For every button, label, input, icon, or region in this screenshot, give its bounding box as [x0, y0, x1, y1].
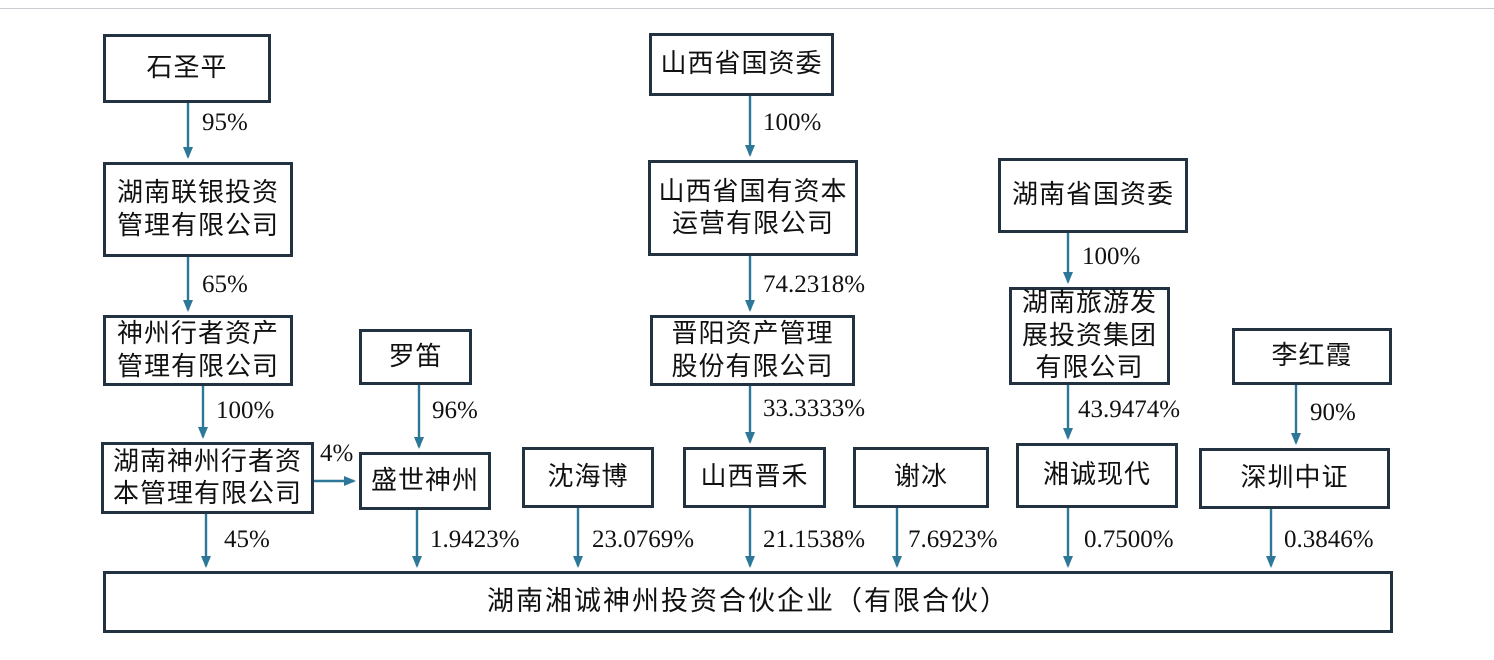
node-shenzhen-zhongzheng: 深圳中证: [1199, 448, 1390, 509]
node-shanxi-guoyou-ziben: 山西省国有资本 运营有限公司: [648, 160, 858, 256]
pct-shengshi-to-partnership: 1.9423%: [430, 526, 520, 553]
pct-lianyin-to-xingzhe: 65%: [202, 271, 248, 298]
pct-shi-to-lianyin: 95%: [202, 109, 248, 136]
node-xiangcheng-xiandai: 湘诚现代: [1016, 443, 1178, 508]
pct-shenhaibo-to-partnership: 23.0769%: [592, 526, 695, 553]
pct-xingzhe-to-hunan-shenzhou: 100%: [216, 397, 275, 424]
node-hunan-lvyou: 湖南旅游发 展投资集团 有限公司: [1009, 287, 1170, 385]
pct-xiebing-to-partnership: 7.6923%: [908, 526, 998, 553]
node-hunan-shenzhou-xingzhe: 湖南神州行者资 本管理有限公司: [101, 442, 314, 514]
pct-hunan-shenzhou-to-partnership: 45%: [224, 526, 270, 553]
node-shenzhou-xingzhe: 神州行者资产 管理有限公司: [103, 315, 293, 386]
node-hunan-lianyin: 湖南联银投资 管理有限公司: [103, 162, 293, 257]
page-edge-line: [0, 8, 1494, 9]
node-shen-haibo: 沈海博: [522, 447, 654, 508]
pct-hunan-gzw-to-lvyou: 100%: [1082, 243, 1141, 270]
pct-shanxi-gzw-to-ziben: 100%: [763, 109, 822, 136]
node-shi-shengping: 石圣平: [103, 34, 271, 103]
pct-jinyang-to-jinhe: 33.3333%: [763, 395, 866, 422]
node-hunan-guoziwei: 湖南省国资委: [998, 158, 1188, 233]
pct-lvyou-to-xiangcheng: 43.9474%: [1078, 396, 1181, 423]
node-partnership: 湖南湘诚神州投资合伙企业（有限合伙）: [103, 571, 1393, 633]
node-luo-di: 罗笛: [359, 329, 472, 385]
pct-shenzhen-to-partnership: 0.3846%: [1284, 526, 1374, 553]
node-shanxi-guoziwei: 山西省国资委: [649, 33, 834, 96]
node-shanxi-jinhe: 山西晋禾: [683, 447, 826, 508]
pct-luodi-to-shengshi: 96%: [432, 397, 478, 424]
node-xie-bing: 谢冰: [853, 447, 989, 508]
node-li-hongxia: 李红霞: [1232, 328, 1392, 385]
pct-jinhe-to-partnership: 21.1538%: [763, 526, 866, 553]
pct-hunan-shenzhou-to-shengshi: 4%: [320, 440, 354, 467]
node-jinyang-zichan: 晋阳资产管理 股份有限公司: [650, 315, 855, 386]
pct-xiangcheng-to-partnership: 0.7500%: [1084, 526, 1174, 553]
pct-ziben-to-jinyang: 74.2318%: [763, 271, 866, 298]
pct-lihongxia-to-shenzhen: 90%: [1310, 399, 1356, 426]
node-shengshi-shenzhou: 盛世神州: [359, 452, 491, 510]
